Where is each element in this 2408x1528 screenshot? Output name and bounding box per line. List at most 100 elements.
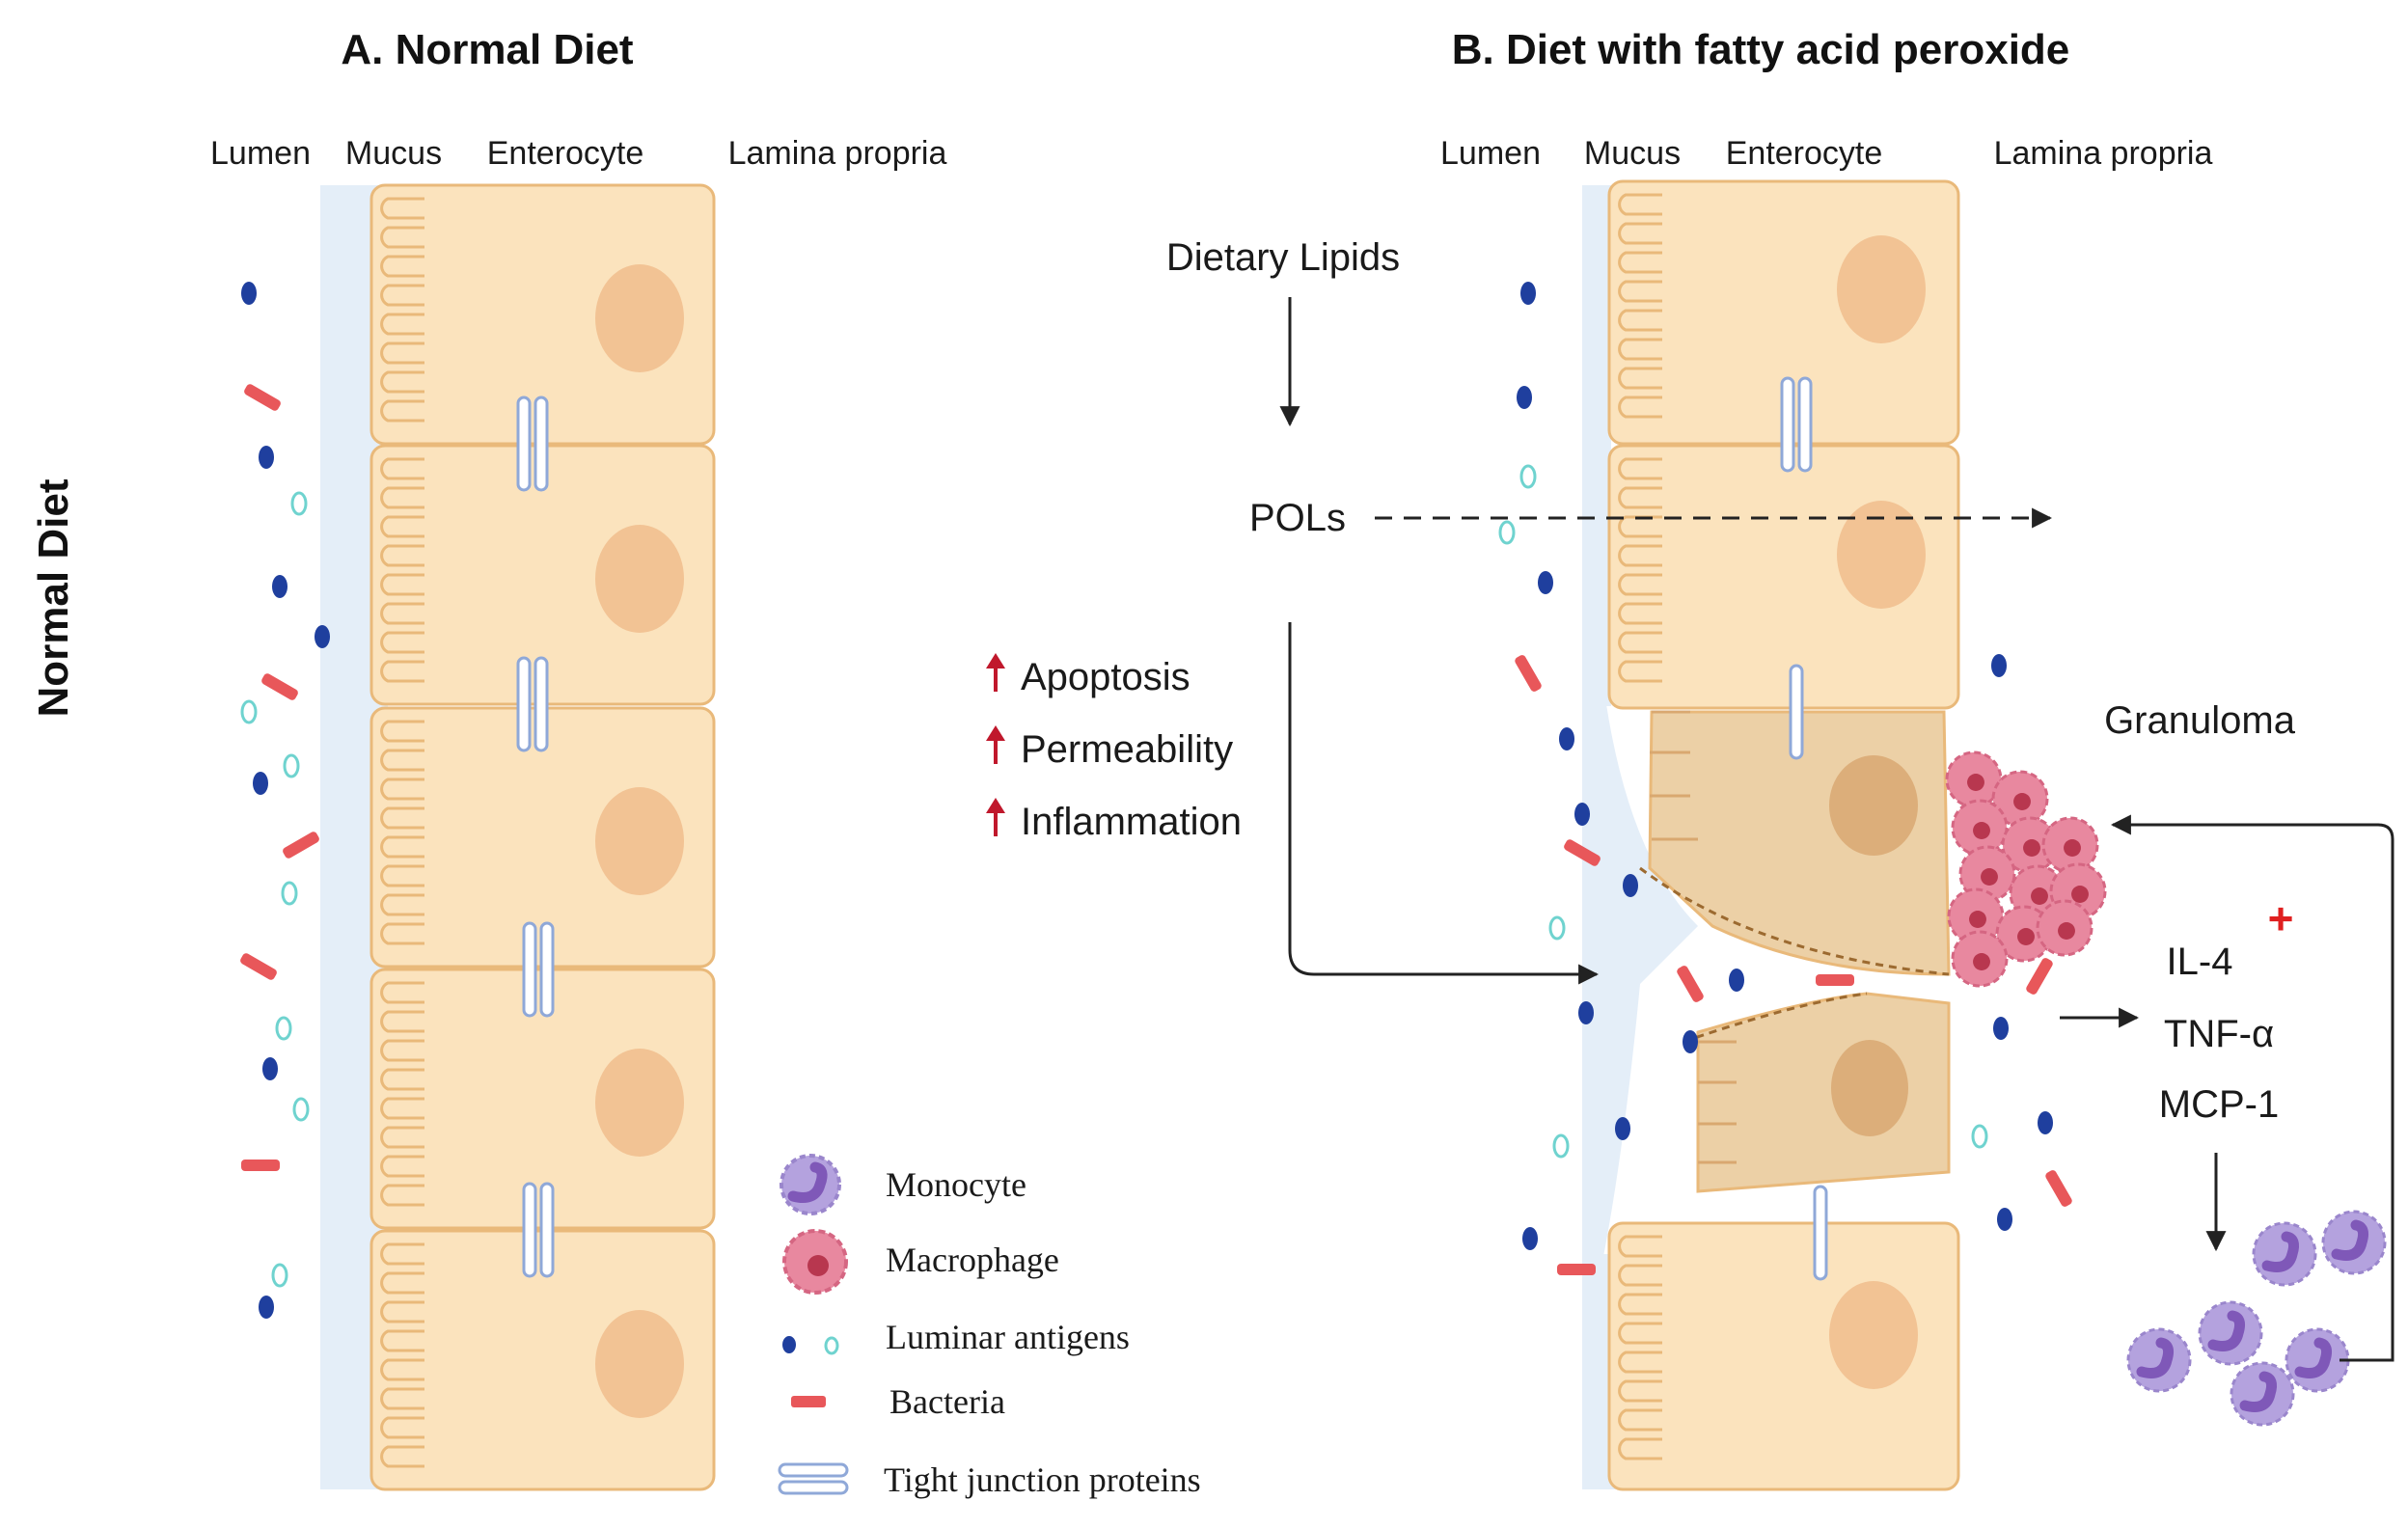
panel-b: B. Diet with fatty acid peroxide Lumen M… xyxy=(986,26,2394,1491)
microvillus xyxy=(1618,631,1662,654)
enterocyte xyxy=(369,183,716,446)
microvillus xyxy=(380,1010,424,1033)
antigen-dark xyxy=(1683,1030,1698,1053)
enterocyte xyxy=(1607,1221,1960,1491)
microvillus xyxy=(380,631,424,654)
nucleus xyxy=(595,787,684,895)
apoptotic-cell-lower xyxy=(1683,992,1951,1193)
antigen-dark xyxy=(1538,571,1553,594)
antigen-dark xyxy=(1615,1117,1630,1140)
legend-antigens-label: Luminar antigens xyxy=(886,1318,1130,1356)
microvillus xyxy=(380,1242,424,1266)
panel-a-header-mucus: Mucus xyxy=(345,135,442,172)
microvillus xyxy=(380,1039,424,1062)
bacterium xyxy=(1677,966,1704,1002)
microvillus xyxy=(380,1445,424,1468)
panel-a-title: A. Normal Diet xyxy=(341,26,634,73)
monocyte xyxy=(2285,1327,2350,1393)
microvillus xyxy=(380,1097,424,1120)
microvillus xyxy=(1618,457,1662,480)
lumen-particles-b xyxy=(1498,282,2072,1275)
microvillus xyxy=(1618,1293,1662,1316)
enterocyte xyxy=(369,968,716,1230)
antigen-dark xyxy=(1574,803,1590,826)
antigen-light xyxy=(283,753,300,778)
microvillus xyxy=(1618,396,1662,419)
microvillus xyxy=(380,486,424,509)
nucleus xyxy=(1837,235,1926,343)
microvillus xyxy=(380,660,424,683)
antigen-light xyxy=(290,491,308,516)
microvillus xyxy=(380,197,424,220)
microvillus xyxy=(380,1300,424,1323)
microvillus xyxy=(1618,573,1662,596)
tight-junctions xyxy=(516,396,555,1278)
bacterium xyxy=(283,832,319,859)
antigen-dark xyxy=(253,772,268,795)
cytokine-mcp1: MCP-1 xyxy=(2159,1083,2279,1126)
microvillus xyxy=(1618,1437,1662,1460)
microvillus xyxy=(1618,367,1662,390)
antigen-dark xyxy=(259,1296,274,1319)
nucleus xyxy=(595,1049,684,1157)
microvillus xyxy=(1618,1322,1662,1345)
antigen-light xyxy=(1552,1133,1570,1159)
microvillus xyxy=(380,864,424,887)
monocyte xyxy=(2198,1300,2263,1366)
antigen-dark xyxy=(1991,654,2007,677)
bacterium xyxy=(1564,839,1601,866)
panel-b-header-mucus: Mucus xyxy=(1584,135,1681,172)
panel-a-header-lamina: Lamina propria xyxy=(728,135,947,172)
legend-tight-junction-icon xyxy=(778,1462,849,1495)
microvillus xyxy=(380,370,424,394)
enterocyte xyxy=(369,444,716,706)
microvillus xyxy=(380,515,424,538)
microvillus xyxy=(1618,193,1662,216)
microvillus xyxy=(380,544,424,567)
feedback-arrow xyxy=(2110,814,2394,1362)
microvillus xyxy=(380,981,424,1004)
microvillus xyxy=(380,893,424,916)
antigen-light xyxy=(271,1263,288,1288)
dietary-lipids-label: Dietary Lipids xyxy=(1166,236,1400,279)
legend-tight-junction-label: Tight junction proteins xyxy=(884,1460,1201,1499)
microvillus xyxy=(380,1068,424,1091)
microvillus xyxy=(1618,1264,1662,1287)
macrophage xyxy=(1951,930,2009,988)
antigen-dark xyxy=(1517,386,1532,409)
microvillus xyxy=(1618,544,1662,567)
antigen-dark xyxy=(1559,727,1574,750)
antigen-dark xyxy=(1522,1227,1538,1250)
legend-bacteria-icon xyxy=(791,1396,826,1407)
legend-macrophage-label: Macrophage xyxy=(886,1241,1059,1279)
microvillus xyxy=(380,1416,424,1439)
microvillus xyxy=(380,602,424,625)
panel-b-title: B. Diet with fatty acid peroxide xyxy=(1452,26,2070,73)
antigen-dark xyxy=(241,282,257,305)
effect-item: Permeability xyxy=(986,725,1233,771)
bacterium xyxy=(1816,974,1854,986)
antigen-dark xyxy=(1520,282,1536,305)
microvillus xyxy=(380,1329,424,1352)
macrophage xyxy=(1951,799,2009,857)
effect-label: Permeability xyxy=(1021,728,1233,771)
enterocyte xyxy=(1607,444,1960,710)
microvillus xyxy=(380,778,424,801)
microvillus xyxy=(1618,338,1662,361)
cytokine-tnf: TNF-α xyxy=(2164,1013,2274,1055)
bacterium xyxy=(241,1160,280,1171)
antigen-light xyxy=(1498,520,1516,545)
microvillus xyxy=(380,1155,424,1178)
microvillus xyxy=(380,1271,424,1295)
microvillus xyxy=(380,1387,424,1410)
antigen-dark xyxy=(1993,1017,2009,1040)
microvillus xyxy=(380,284,424,307)
microvillus xyxy=(1618,1408,1662,1432)
microvillus xyxy=(1618,486,1662,509)
microvillus xyxy=(1618,309,1662,332)
microvillus xyxy=(1618,1235,1662,1258)
bacterium xyxy=(1557,1264,1596,1275)
bacterium xyxy=(244,384,281,411)
